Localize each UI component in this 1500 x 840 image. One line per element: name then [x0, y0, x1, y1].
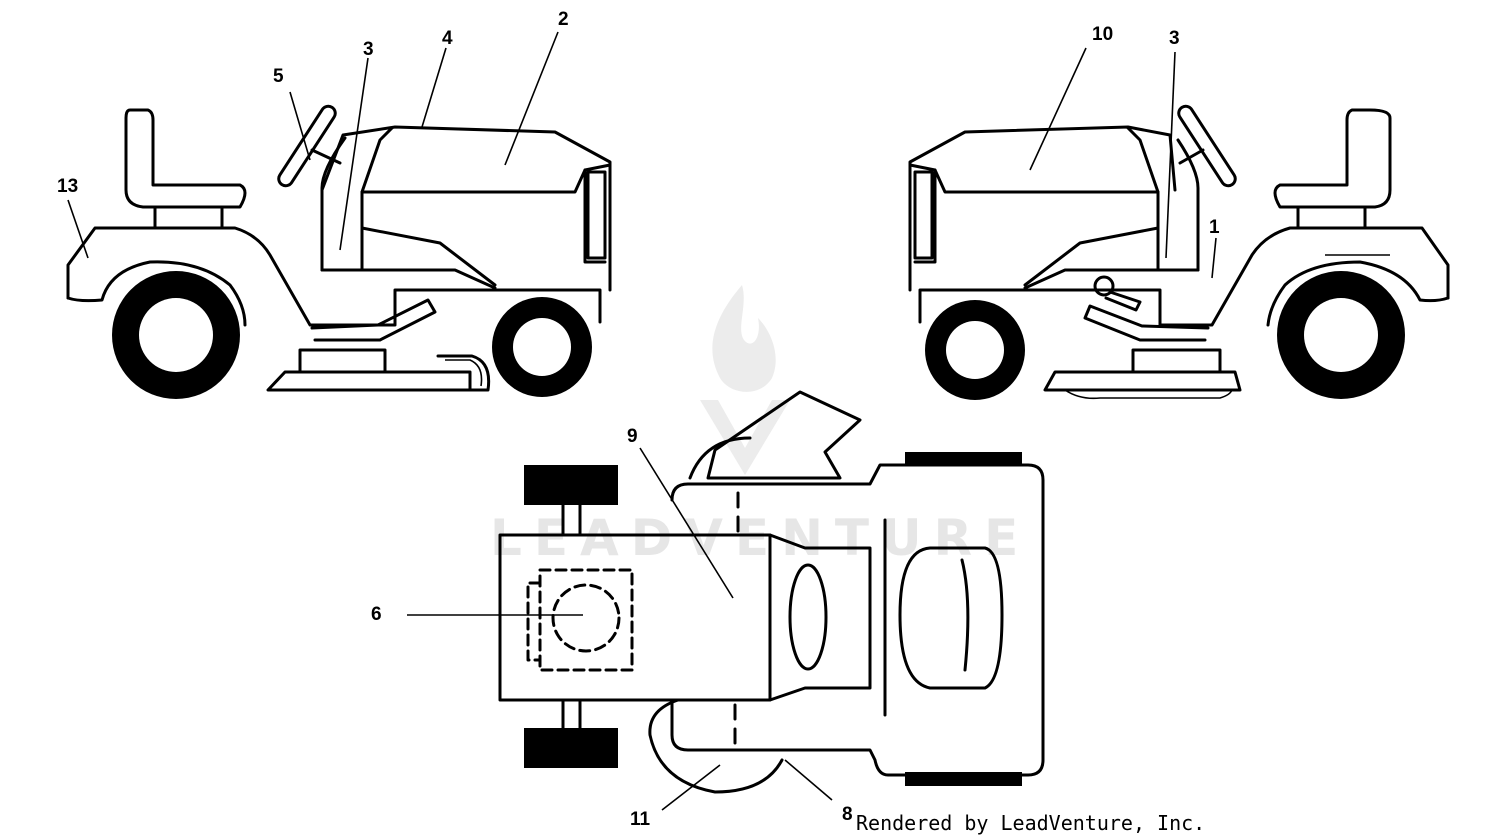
mower-deck-right: [1043, 348, 1242, 392]
front-axle-top: [561, 503, 582, 730]
callout-10: 10: [1092, 24, 1113, 45]
frame-left: [320, 268, 497, 290]
leader-10: [1029, 47, 1087, 171]
steering-wheel-right: [1177, 104, 1237, 188]
lift-lever-right: [1104, 290, 1142, 312]
callout-6: 6: [371, 604, 382, 625]
pedal-left: [310, 298, 437, 342]
callout-3-right: 3: [1169, 28, 1180, 49]
leader-3-right: [1165, 51, 1176, 259]
front-wheel-top-1: [524, 465, 618, 505]
right-side-view: [908, 104, 1450, 400]
flame-logo-icon: [712, 285, 776, 392]
leader-13: [67, 199, 89, 259]
lift-lever-knob-right: [1093, 275, 1115, 297]
left-side-view: [66, 104, 612, 399]
steering-column-right: [1176, 138, 1200, 272]
pedal-right: [1083, 304, 1210, 342]
rendered-by-credit: Rendered by LeadVenture, Inc.: [856, 811, 1205, 835]
steering-shaft-left: [310, 148, 342, 165]
fender-lower-left: [66, 260, 247, 327]
deck-bottom-right: [1064, 389, 1233, 400]
callout-8: 8: [842, 804, 853, 825]
callout-2: 2: [558, 9, 569, 30]
leader-11: [661, 764, 721, 811]
leader-8: [784, 759, 833, 801]
seat-right: [1273, 108, 1392, 209]
v-logo-icon: [700, 400, 790, 475]
chute-inner-left: [445, 359, 483, 387]
callout-1: 1: [1209, 217, 1220, 238]
discharge-chute-left: [436, 354, 491, 392]
leader-3-left: [339, 57, 369, 251]
leader-2: [504, 31, 559, 166]
grille-right: [913, 170, 934, 260]
engine-bracket-dashed: [526, 581, 542, 662]
dash-ellipse-top: [788, 563, 828, 671]
dash-left: [320, 125, 612, 292]
seat-left: [124, 108, 247, 209]
callout-4: 4: [442, 28, 453, 49]
callout-5: 5: [273, 66, 284, 87]
hood-left: [360, 126, 612, 194]
leadventure-watermark: LEADVENTURE: [490, 285, 1030, 567]
steering-shaft-right: [1178, 148, 1205, 165]
seat-post-right: [1296, 205, 1367, 230]
leader-9: [639, 447, 734, 599]
top-view: [498, 390, 1045, 794]
hood-right: [908, 125, 1177, 292]
leader-5: [289, 91, 311, 161]
frame-right: [1023, 268, 1200, 290]
hood-top: [498, 533, 872, 702]
rear-fender-left: [66, 226, 602, 327]
fender-lower-right: [1266, 260, 1450, 327]
leader-4: [421, 47, 447, 128]
hood-side-right: [913, 168, 1160, 287]
front-wheel-top-2: [524, 728, 618, 768]
callout-13: 13: [57, 176, 78, 197]
rear-wheel-top-1: [905, 452, 1022, 466]
callout-11: 11: [630, 809, 651, 830]
grille-left: [586, 170, 607, 260]
rear-fender-right: [918, 226, 1450, 327]
callout-9: 9: [627, 426, 638, 447]
tractor-body-top: [670, 463, 1045, 777]
hood-side-left: [360, 168, 607, 287]
callout-3-left: 3: [363, 39, 374, 60]
mower-deck-top: [648, 436, 784, 794]
seat-post-left: [153, 205, 224, 230]
seat-top: [898, 546, 1004, 690]
hood-line-right: [908, 126, 1160, 194]
leader-1: [1211, 237, 1217, 279]
discharge-chute-top: [706, 390, 862, 480]
leader-lines: [67, 31, 1217, 811]
seat-back-top: [960, 558, 970, 672]
watermark-text: LEADVENTURE: [490, 509, 1030, 567]
engine-circle-dashed: [551, 583, 621, 653]
callout-labels: 1 2 3 3 4 5 6 8 9 10 11 13: [57, 9, 1220, 830]
